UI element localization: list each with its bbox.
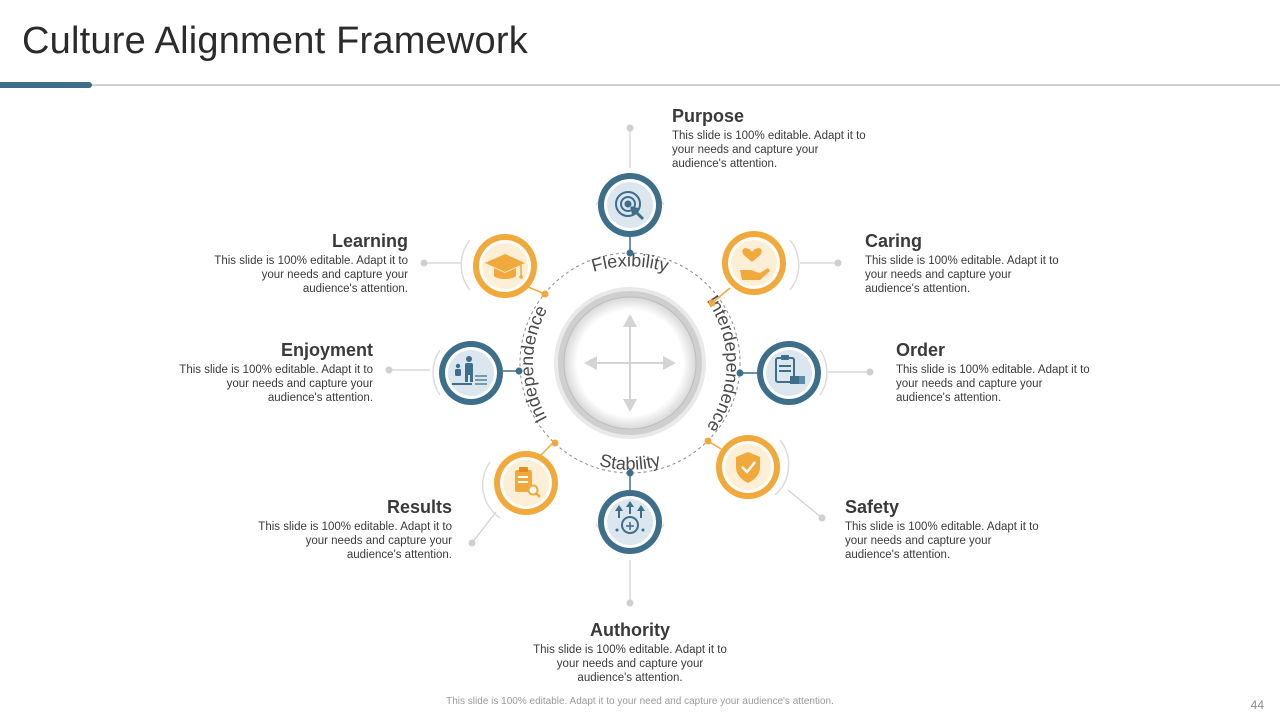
people-pool-icon — [452, 356, 487, 385]
target-cursor-icon — [615, 191, 645, 221]
block-heading: Enjoyment — [280, 340, 373, 360]
node-results — [481, 439, 559, 519]
block-heading: Results — [386, 497, 452, 517]
block-heading: Order — [896, 340, 946, 360]
node-enjoyment — [432, 341, 523, 405]
title-divider-accent — [0, 82, 92, 88]
block-description: This slide is 100% editable. Adapt it to… — [533, 644, 727, 684]
node-caring — [708, 231, 800, 307]
footer-note: This slide is 100% editable. Adapt it to… — [446, 696, 834, 707]
block-caring: Caring This slide is 100% editable. Adap… — [865, 230, 1065, 296]
block-authority: Authority This slide is 100% editable. A… — [530, 619, 730, 685]
block-description: This slide is 100% editable. Adapt it to… — [896, 364, 1090, 404]
block-description: This slide is 100% editable. Adapt it to… — [672, 130, 866, 170]
block-purpose: Purpose This slide is 100% editable. Ada… — [672, 105, 872, 171]
four-way-arrows-icon — [584, 314, 676, 412]
arc-label-stability: Stability — [598, 450, 662, 474]
block-heading: Caring — [865, 231, 923, 251]
connector-lines — [389, 128, 870, 603]
node-order — [736, 341, 828, 405]
clipboard-boxes-icon — [775, 355, 805, 384]
shield-check-icon — [736, 452, 760, 483]
block-safety: Safety This slide is 100% editable. Adap… — [845, 496, 1045, 562]
page-number: 44 — [1250, 698, 1264, 712]
block-enjoyment: Enjoyment This slide is 100% editable. A… — [173, 339, 373, 405]
block-heading: Purpose — [672, 106, 745, 126]
clipboard-search-icon — [515, 467, 541, 498]
node-authority — [595, 469, 665, 554]
block-heading: Learning — [331, 231, 408, 251]
center-hub — [554, 287, 706, 439]
node-purpose — [595, 173, 665, 257]
arc-label-interdependence: Interdependence — [703, 292, 743, 437]
arc-label-independence: Independence — [517, 302, 551, 426]
block-order: Order This slide is 100% editable. Adapt… — [896, 339, 1096, 405]
block-description: This slide is 100% editable. Adapt it to… — [258, 521, 452, 561]
block-results: Results This slide is 100% editable. Ada… — [252, 496, 452, 562]
node-learning — [460, 234, 549, 298]
hand-heart-icon — [740, 248, 770, 280]
block-heading: Safety — [845, 497, 900, 517]
block-description: This slide is 100% editable. Adapt it to… — [845, 521, 1039, 561]
page-title: Culture Alignment Framework — [22, 20, 528, 62]
block-description: This slide is 100% editable. Adapt it to… — [865, 255, 1059, 295]
block-description: This slide is 100% editable. Adapt it to… — [214, 255, 408, 295]
head-arrows-icon — [615, 501, 645, 534]
connector-end-dots — [385, 124, 874, 607]
block-learning: Learning This slide is 100% editable. Ad… — [208, 230, 408, 296]
block-description: This slide is 100% editable. Adapt it to… — [179, 364, 373, 404]
node-safety — [704, 435, 790, 499]
graduation-cap-icon — [485, 254, 525, 279]
block-heading: Authority — [590, 620, 670, 640]
title-divider — [0, 84, 1280, 86]
